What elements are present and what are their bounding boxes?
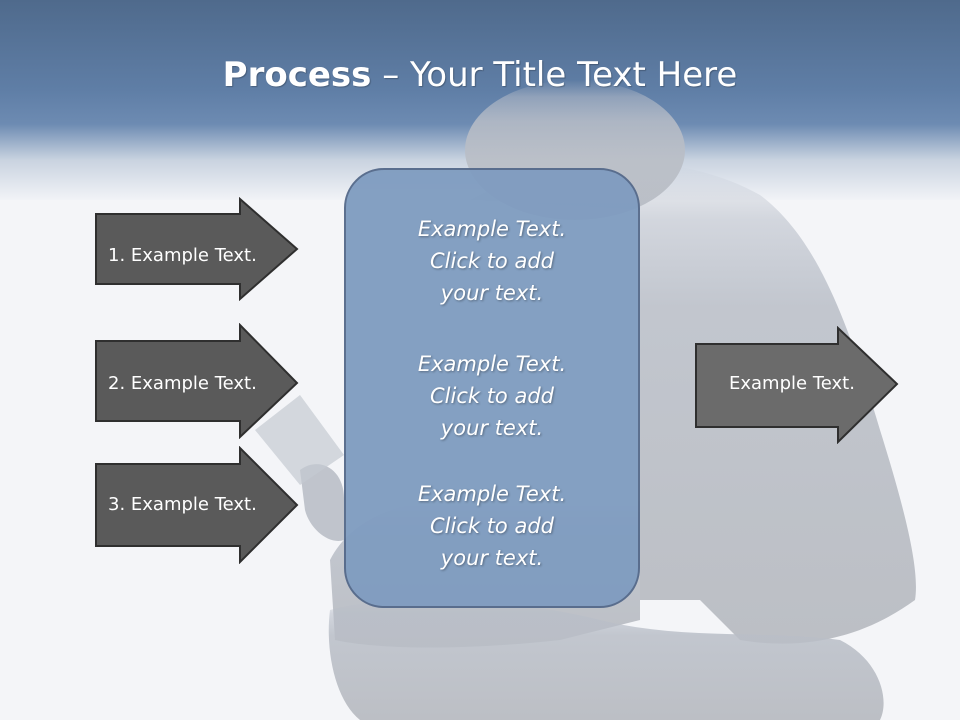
arrow-shape-2[interactable] <box>94 323 300 439</box>
arrow-label-1: 1. Example Text. <box>108 245 257 266</box>
title-bold-part: Process <box>222 55 372 95</box>
block-2-line-3: your text. <box>440 416 544 440</box>
right-arrow-label: Example Text. <box>729 373 855 394</box>
center-text-block-3[interactable]: Example Text. Click to add your text. <box>344 478 640 574</box>
block-2-line-2: Click to add <box>429 384 554 408</box>
arrow-shape-3[interactable] <box>94 446 300 564</box>
block-3-line-2: Click to add <box>429 514 554 538</box>
title-rest: Your Title Text Here <box>410 55 738 95</box>
right-arrow-shape[interactable] <box>694 326 900 444</box>
center-text-block-1[interactable]: Example Text. Click to add your text. <box>344 213 640 309</box>
title-dash: – <box>371 55 411 95</box>
block-3-line-3: your text. <box>440 546 544 570</box>
block-1-line-3: your text. <box>440 281 544 305</box>
block-1-line-1: Example Text. <box>417 217 567 241</box>
arrow-label-3: 3. Example Text. <box>108 494 257 515</box>
center-text-box[interactable] <box>344 168 640 608</box>
slide-title: Process – Your Title Text Here <box>0 52 960 98</box>
block-1-line-2: Click to add <box>429 249 554 273</box>
center-text-block-2[interactable]: Example Text. Click to add your text. <box>344 348 640 444</box>
arrow-label-2: 2. Example Text. <box>108 373 257 394</box>
arrow-shape-1[interactable] <box>94 197 300 301</box>
block-2-line-1: Example Text. <box>417 352 567 376</box>
block-3-line-1: Example Text. <box>417 482 567 506</box>
